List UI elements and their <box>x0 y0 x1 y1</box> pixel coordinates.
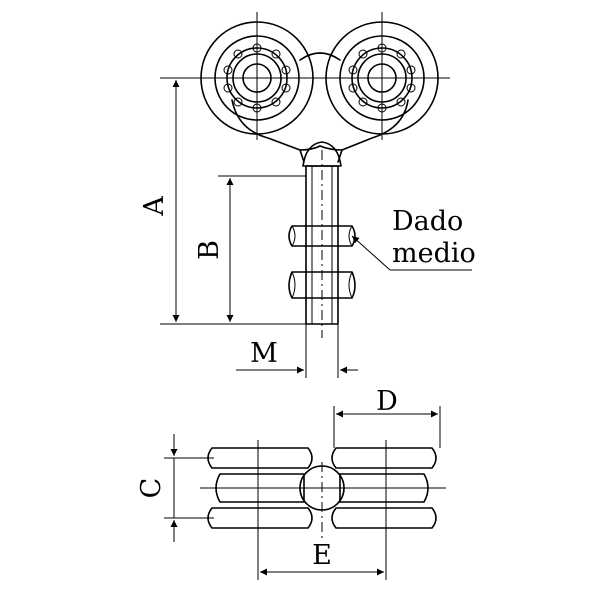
top-view <box>168 12 450 338</box>
label-d: D <box>376 386 398 417</box>
wheel-profile-bottom-left <box>207 507 313 529</box>
lower-nut <box>288 271 356 299</box>
dimension-d: D <box>333 386 441 448</box>
wheel-profile-top-left <box>207 447 313 469</box>
body-plate <box>231 99 409 151</box>
label-c: C <box>136 478 167 499</box>
label-a: A <box>139 196 170 217</box>
dimension-e: E <box>260 540 384 576</box>
callout-line-2: medio <box>392 238 476 269</box>
dimension-m: M <box>236 324 358 378</box>
threaded-rod <box>305 150 339 338</box>
wheel-profile-bottom-right <box>331 507 437 529</box>
dimension-a: A <box>139 77 306 325</box>
dimension-b: B <box>194 175 306 322</box>
middle-body <box>215 473 305 503</box>
left-bearing-balls <box>223 43 291 113</box>
callout-line-1: Dado <box>392 206 463 237</box>
callout-dado-medio: Dado medio <box>351 206 476 271</box>
body-top-bridge <box>299 52 341 61</box>
bottom-view <box>200 440 446 580</box>
dimension-c: C <box>136 434 214 542</box>
label-m: M <box>250 338 278 369</box>
label-e: E <box>312 540 332 571</box>
label-b: B <box>194 240 225 260</box>
upper-nut <box>288 225 356 247</box>
wheel-profile-top-right <box>331 447 437 469</box>
